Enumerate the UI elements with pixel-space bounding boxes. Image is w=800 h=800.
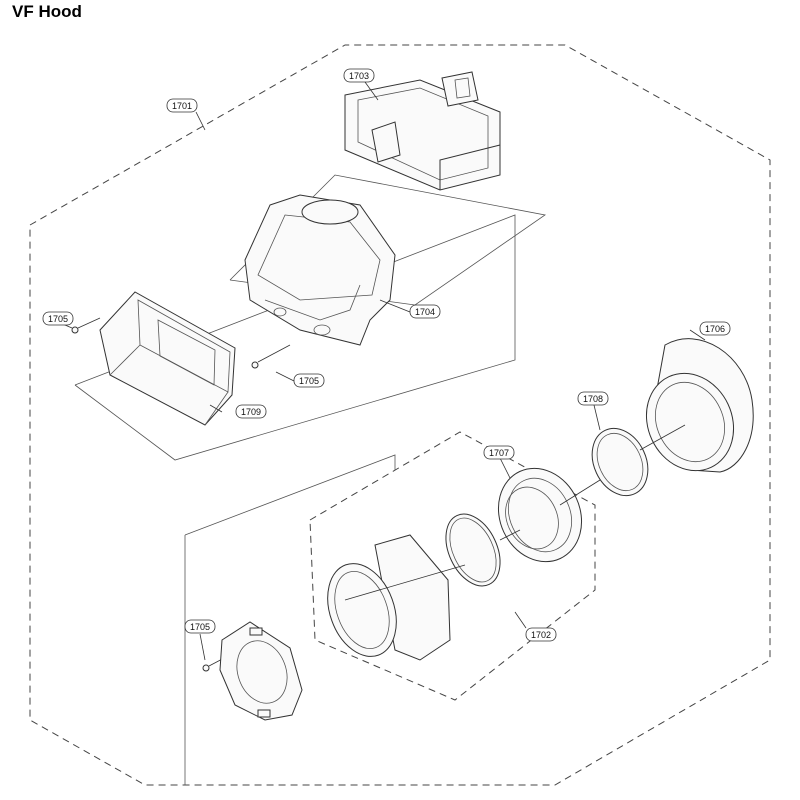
callout-1702: 1702 [525,627,557,642]
callout-1707: 1707 [483,445,515,460]
diagram-title: VF Hood [12,2,82,21]
callout-1707-text: 1707 [489,448,509,458]
rear-mounting-plate [219,621,303,721]
callout-1705b-text: 1705 [299,376,319,386]
part-1703-hood-cover [344,71,501,191]
callout-1704: 1704 [409,304,441,319]
part-1704-vf-housing [244,194,396,346]
assembly-1702-boundary [309,431,596,701]
callout-1706: 1706 [699,321,731,336]
callout-1701-text: 1701 [172,101,192,111]
callout-1701: 1701 [166,98,198,113]
callout-1705-bottom: 1705 [184,619,216,634]
callout-1705a-text: 1705 [48,314,68,324]
part-1708-ring [591,427,649,497]
callout-1705-middle: 1705 [293,373,325,388]
screw-1705-middle [251,344,291,369]
callout-1709-text: 1709 [241,407,261,417]
callout-1705c-text: 1705 [190,622,210,632]
gasket-ring [445,513,501,587]
screw-1705-left [71,317,101,334]
callout-1705-left: 1705 [42,311,74,326]
callout-1708-text: 1708 [583,394,603,404]
callout-1703: 1703 [343,68,375,83]
optical-axis-lines [344,424,686,601]
callout-1703-text: 1703 [349,71,369,81]
callout-1706-text: 1706 [705,324,725,334]
part-1709-hood-frame [99,291,236,426]
part-1707-lens-ring [497,467,583,563]
lens-barrel [327,534,451,661]
callout-1708: 1708 [577,391,609,406]
callout-1702-text: 1702 [531,630,551,640]
callout-1704-text: 1704 [415,307,435,317]
assembly-1701-boundary [29,44,771,786]
part-1706-eyecup [645,338,754,473]
callout-1709: 1709 [235,404,267,419]
